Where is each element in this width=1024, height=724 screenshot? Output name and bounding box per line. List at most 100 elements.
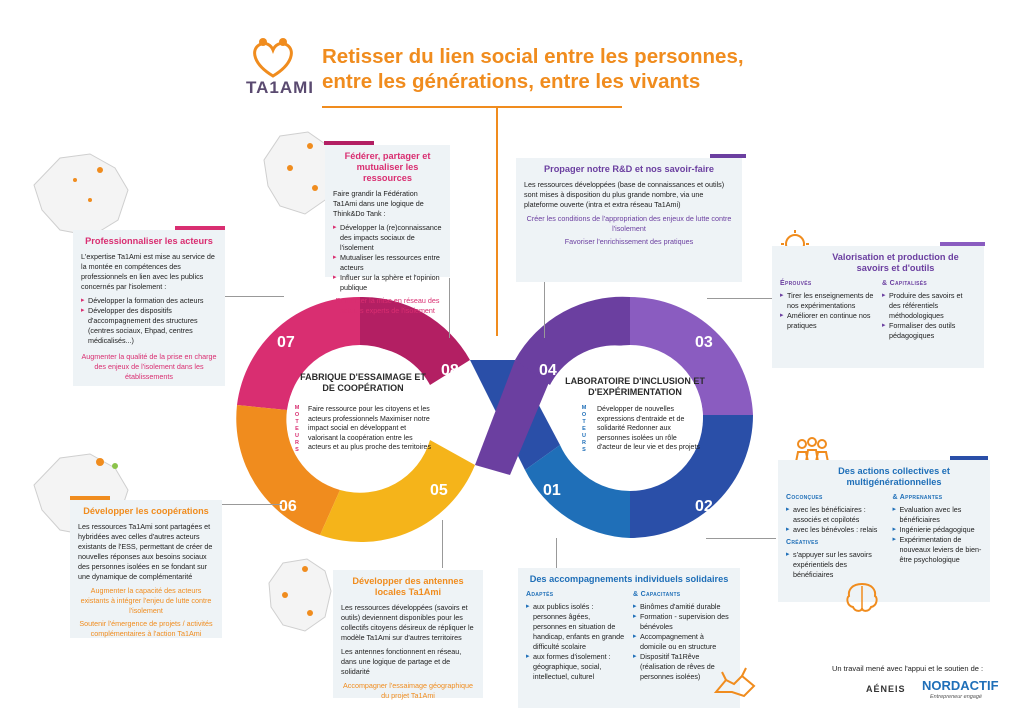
professionnaliser-link: Augmenter la qualité de la prise en char… [81, 352, 217, 381]
laboratoire-text: Développer de nouvelles expressions d'en… [597, 406, 700, 451]
accompagnements-col1-head: Adaptés [526, 591, 554, 598]
segment-07 [237, 296, 360, 410]
crossing-purple [475, 360, 550, 475]
connector-08 [449, 278, 450, 338]
number-07: 07 [277, 334, 295, 351]
federer-bullet: Influer sur la sphère et l'opinion publi… [333, 273, 442, 293]
connector-02 [706, 538, 776, 539]
logo [243, 36, 313, 100]
france-map-icon [33, 153, 129, 237]
segment-08 [360, 296, 470, 385]
connector-01 [556, 538, 557, 568]
federer-intro: Faire grandir la Fédération Ta1Ami dans … [333, 189, 424, 218]
accompagnements-title: Des accompagnements individuels solidair… [529, 574, 729, 584]
fabrique-text: Faire ressource pour les citoyens et les… [308, 406, 431, 451]
professionnaliser-bullet: Développer des dispositifs d'accompagnem… [81, 306, 217, 346]
connector-05 [442, 520, 443, 568]
connector-04 [544, 282, 545, 338]
valorisation-col2-head: & Capitalisés [882, 280, 928, 287]
vertical-connector [496, 106, 498, 336]
box-accompagnements: Des accompagnements individuels solidair… [518, 568, 740, 708]
professionnaliser-intro: L'expertise Ta1Ami est mise au service d… [81, 252, 215, 291]
valorisation-bullet: Tirer les enseignements de nos expérimen… [780, 291, 874, 311]
actions-bullet: Evaluation avec les bénéficiaires [892, 505, 982, 525]
federer-link: Renforcer la mise en réseau des acteurs … [335, 296, 440, 315]
segment-05 [320, 440, 475, 543]
fabrique-title: FABRIQUE D'ESSAIMAGE ET DE COOPÉRATION [300, 372, 426, 393]
actions-title: Des actions collectives et multigénérati… [838, 466, 950, 487]
actions-col1-head2: Créatives [786, 539, 819, 546]
cooperations-intro: Les ressources Ta1Ami sont partagées et … [78, 522, 213, 581]
number-04: 04 [539, 362, 557, 379]
infinity-loop: 07 08 06 05 04 03 01 02 [236, 296, 753, 543]
box-propager: Propager notre R&D et nos savoir-faire L… [516, 158, 742, 282]
partner-nordactif-tagline: Entrepreneur engagé [930, 694, 982, 700]
segment-06 [236, 405, 340, 535]
actions-col2-head: & Apprenantes [892, 494, 943, 501]
number-01: 01 [543, 482, 561, 499]
box-federer: Fédérer, partager et mutualiser les ress… [325, 145, 450, 315]
connector-06 [222, 504, 282, 505]
cooperations-title: Développer les coopérations [83, 506, 209, 516]
federer-title: Fédérer, partager et mutualiser les ress… [344, 151, 431, 183]
accompagnements-bullet: Accompagnement à domicile ou en structur… [633, 632, 732, 652]
logo-text: TA1AMI [246, 78, 315, 97]
actions-bullet: Expérimentation de nouveaux leviers de b… [892, 535, 982, 565]
segment-02 [630, 415, 753, 538]
handshake-icon [713, 667, 756, 698]
cooperations-link-2: Soutenir l'émergence de projets / activi… [79, 619, 213, 638]
connector-07 [224, 296, 284, 297]
number-08: 08 [441, 362, 459, 379]
box-professionnaliser: Professionnaliser les acteurs L'expertis… [73, 230, 225, 386]
number-06: 06 [279, 498, 297, 515]
federer-bullet: Mutualiser les ressources entre acteurs [333, 253, 442, 273]
actions-col1-head: Coconçues [786, 494, 823, 501]
brain-icon [846, 582, 878, 612]
connector-03 [707, 298, 772, 299]
group-icon [795, 437, 829, 463]
box-actions: Des actions collectives et multigénérati… [778, 460, 990, 602]
valorisation-col1-head: Éprouvés [780, 280, 812, 287]
actions-bullet: avec les bénévoles : relais [786, 525, 884, 535]
actions-bullet: s'appuyer sur les savoirs expérientiels … [786, 550, 884, 580]
segment-03 [630, 296, 753, 415]
number-03: 03 [695, 334, 713, 351]
accompagnements-bullet: aux publics isolés : personnes âgées, pe… [526, 602, 625, 652]
accompagnements-col2-head: & Capacitants [633, 591, 681, 598]
france-map-icon [263, 131, 337, 215]
segment-01 [525, 445, 630, 538]
antennes-link: Accompagner l'essaimage géographique du … [342, 681, 474, 700]
propager-link-2: Favoriser l'enrichissement des pratiques [564, 237, 694, 246]
valorisation-title: Valorisation et production de savoirs et… [832, 252, 959, 273]
accompagnements-bullet: Binômes d'amitié durable [633, 602, 732, 612]
france-map-icon [268, 558, 332, 632]
accompagnements-bullet: Formation - supervision des bénévoles [633, 612, 732, 632]
cooperations-link-1: Augmenter la capacité des acteurs exista… [80, 586, 212, 615]
propager-title: Propager notre R&D et nos savoir-faire [543, 164, 714, 174]
segment-04 [515, 296, 630, 385]
title-underline [322, 106, 622, 108]
professionnaliser-title: Professionnaliser les acteurs [85, 236, 213, 246]
accompagnements-bullet: Dispositif Ta1Rêve (réalisation de rêves… [633, 652, 732, 682]
number-02: 02 [695, 498, 713, 515]
professionnaliser-bullet: Développer la formation des acteurs [81, 296, 217, 306]
heart-logo-icon [253, 38, 293, 78]
box-valorisation: Valorisation et production de savoirs et… [772, 246, 984, 368]
title-line-2: entre les générations, entre les vivants [322, 70, 701, 93]
actions-bullet: avec les bénéficiaires : associés et cop… [786, 505, 884, 525]
valorisation-bullet: Produire des savoirs et des référentiels… [882, 291, 976, 321]
antennes-title: Développer des antennes locales Ta1Ami [352, 576, 464, 597]
antennes-intro: Les ressources développées (savoirs et o… [341, 603, 474, 642]
accompagnements-bullet: aux formes d'isolement : géographique, s… [526, 652, 625, 682]
page-title: Retisser du lien social entre les person… [322, 44, 802, 94]
laboratoire-title: LABORATOIRE D'INCLUSION ET D'EXPÉRIMENTA… [565, 376, 705, 397]
propager-link-1: Créer les conditions de l'appropriation … [526, 214, 732, 233]
title-line-1: Retisser du lien social entre les person… [322, 45, 744, 68]
partner-aeneis: AÉNEIS [866, 684, 906, 694]
valorisation-bullet: Améliorer en continue nos pratiques [780, 311, 874, 331]
box-antennes: Développer des antennes locales Ta1Ami L… [333, 570, 483, 700]
number-05: 05 [430, 482, 448, 499]
antennes-intro-2: Les antennes fonctionnent en réseau, dan… [341, 647, 462, 676]
